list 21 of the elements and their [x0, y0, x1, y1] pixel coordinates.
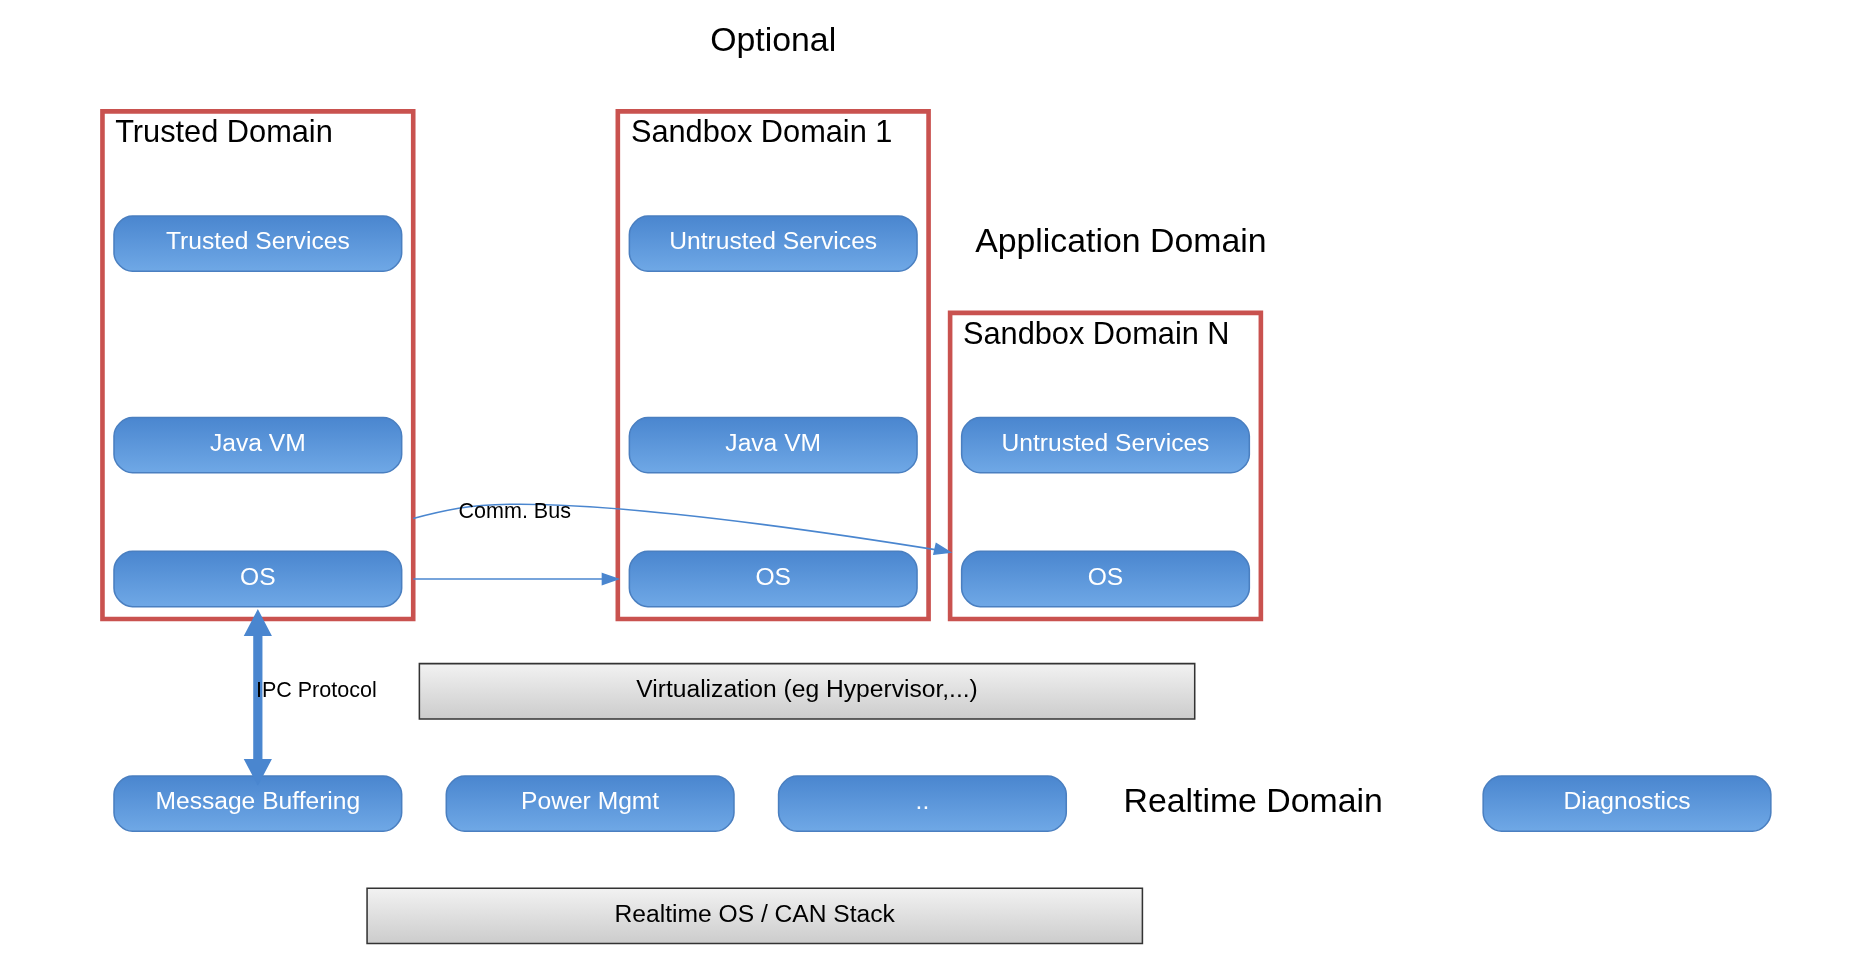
arrow — [411, 503, 952, 556]
node-box: Power Mgmt — [445, 775, 735, 833]
node-box: Untrusted Services — [960, 416, 1250, 474]
node-box: Java VM — [112, 416, 402, 474]
node-box: Message Buffering — [112, 775, 402, 833]
node-box: Realtime OS / CAN Stack — [365, 887, 1143, 945]
node-box: Java VM — [628, 416, 918, 474]
arrow — [411, 572, 620, 586]
node-box: Untrusted Services — [628, 215, 918, 273]
label: Application Domain — [974, 221, 1267, 260]
node-box: OS — [112, 550, 402, 608]
node-box: Trusted Services — [112, 215, 402, 273]
node-box: .. — [777, 775, 1067, 833]
node-box: OS — [960, 550, 1250, 608]
label: Realtime Domain — [1122, 781, 1383, 820]
edge-label: Comm. Bus — [458, 498, 571, 523]
node-box: OS — [628, 550, 918, 608]
node-box: Virtualization (eg Hypervisor,...) — [418, 662, 1195, 720]
node-box: Diagnostics — [1481, 775, 1772, 833]
label: Optional — [709, 19, 836, 58]
arrow — [243, 609, 272, 786]
